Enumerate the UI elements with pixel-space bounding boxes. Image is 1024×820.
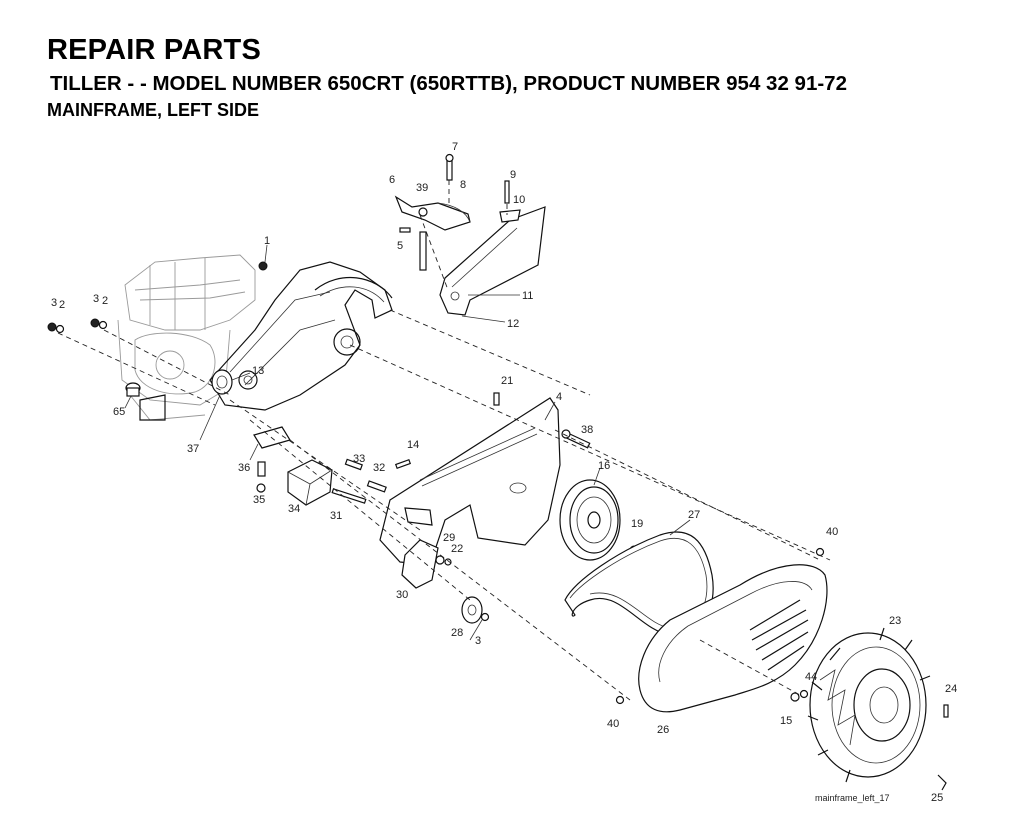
callout-28: 28: [451, 627, 463, 639]
engine-pulley: [211, 369, 233, 395]
callout-3: 3: [51, 297, 57, 309]
callout-22: 22: [451, 543, 463, 555]
belt-guard: [615, 547, 828, 713]
callout-35: 35: [253, 494, 265, 506]
callout-5: 5: [397, 240, 403, 252]
part-callouts: 1 3 2 3 2 65 13 37 36 35 34 33 32 31 14 …: [51, 141, 957, 804]
callout-4: 4: [556, 391, 562, 403]
callout-9: 9: [510, 169, 516, 181]
callout-2: 2: [59, 299, 65, 311]
callout-7: 7: [452, 141, 458, 153]
callout-19: 19: [631, 518, 643, 530]
callout-13: 13: [252, 365, 264, 377]
idler-assembly: [401, 539, 490, 624]
callout-31: 31: [330, 510, 342, 522]
callout-leaders: [124, 244, 691, 641]
depth-stake-bracket: [394, 153, 471, 271]
exploded-leader-lines: [57, 180, 831, 701]
callout-8: 8: [460, 179, 466, 191]
callout-36: 36: [238, 462, 250, 474]
tire-wheel: [790, 627, 949, 791]
callout-37: 37: [187, 443, 199, 455]
pin-14: [394, 458, 412, 470]
callout-15: 15: [780, 715, 792, 727]
tine-pulley: [559, 479, 639, 561]
callout-12: 12: [507, 318, 519, 330]
callout-32: 32: [373, 462, 385, 474]
mainframe-housing: [139, 261, 393, 421]
callout-26: 26: [657, 724, 669, 736]
callout-10: 10: [513, 194, 525, 206]
callout-2: 2: [102, 295, 108, 307]
page-title: REPAIR PARTS: [47, 34, 262, 66]
callout-1: 1: [264, 235, 270, 247]
callout-6: 6: [389, 174, 395, 186]
callout-25: 25: [931, 792, 943, 804]
callout-44: 44: [805, 671, 817, 683]
section-title: MAINFRAME, LEFT SIDE: [47, 100, 259, 120]
callout-33: 33: [353, 453, 365, 465]
pin-21: [493, 392, 500, 406]
callout-38: 38: [581, 424, 593, 436]
oil-cap: [125, 382, 141, 397]
callout-16: 16: [598, 460, 610, 472]
callout-29: 29: [443, 532, 455, 544]
callout-21: 21: [501, 375, 513, 387]
callout-65: 65: [113, 406, 125, 418]
tine-shield-panel: [439, 180, 546, 316]
figure-caption: mainframe_left_17: [815, 793, 890, 803]
belt-cover: [379, 397, 561, 566]
callout-40: 40: [607, 718, 619, 730]
callout-3: 3: [475, 635, 481, 647]
model-subtitle: TILLER - - MODEL NUMBER 650CRT (650RTTB)…: [50, 72, 847, 95]
callout-3: 3: [93, 293, 99, 305]
callout-11: 11: [522, 290, 533, 302]
callout-34: 34: [288, 503, 300, 515]
callout-14: 14: [407, 439, 419, 451]
callout-27: 27: [688, 509, 700, 521]
callout-39: 39: [416, 182, 428, 194]
callout-40: 40: [826, 526, 838, 538]
callout-23: 23: [889, 615, 901, 627]
left-fasteners: [47, 261, 268, 334]
callout-24: 24: [945, 683, 957, 695]
callout-30: 30: [396, 589, 408, 601]
